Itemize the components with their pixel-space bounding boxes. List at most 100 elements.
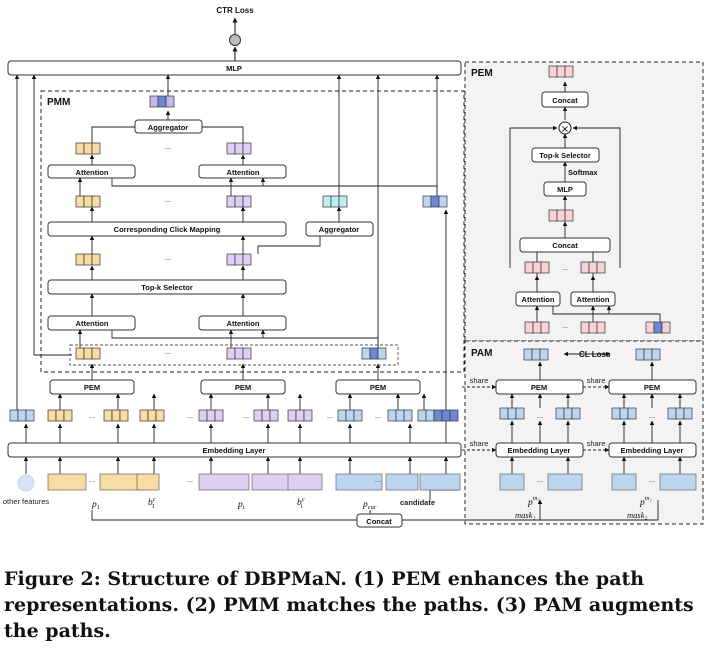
emb-vector-pcur2-cell [395,409,405,422]
agg-teal-vector-cell [330,195,340,208]
emb-vector-pcur-cell [353,409,363,422]
pam-vec-2-cell [555,407,565,420]
multiply-node [558,121,572,135]
topk-vector-1-cell [91,253,101,266]
pem-box-2 [200,379,286,395]
other-emb-vector [9,409,35,422]
multiply-icon: × [561,124,569,135]
click-vector-1 [75,195,101,208]
pem-concat-box [519,237,611,253]
agg-teal-vector-cell [322,195,332,208]
pem-in-vector-1 [524,321,550,334]
pem-vector-1-cell [532,261,542,274]
share-label-2: share [587,376,606,385]
pam-vec-2-cell [571,407,581,420]
pem-in-vector-2-cell [580,321,590,334]
emb-vector-bt-cell [303,409,313,422]
figure-caption: Figure 2: Structure of DBPMaN. (1) PEM e… [4,568,694,642]
ctr-loss-label: CTR Loss [216,6,254,15]
ellipsis-8: ... [327,411,333,420]
dbpman-architecture-diagram: PMM PEM PAM CTR Loss MLP [3,6,704,528]
pem-text-2: PEM [235,383,251,392]
pem-in-vector-1-cell [532,321,542,334]
pam-vec-3-cell [611,407,621,420]
ellipsis-5: ... [89,411,95,420]
att-out-vector-1-cell [83,142,93,155]
enh-vector-2-cell [234,347,244,360]
pem-text-3: PEM [370,383,386,392]
ellipsis-9: ... [375,411,381,420]
emb-vector-pcur [337,409,363,422]
ellipsis-13: ... [562,263,568,272]
pem-in-vector-3-cell [661,321,671,334]
p1-label: p1 [91,500,100,511]
input-sequence-bar-4 [198,473,250,491]
topk-vector-1-cell [75,253,85,266]
enh-vector-2-cell [242,347,252,360]
pam-out-vector-1-cell [539,348,549,361]
aggregator-right-box [305,221,374,237]
pam-out-vector-1-cell [523,348,533,361]
click-mapping-box [47,221,287,237]
attention-text-4: Attention [227,319,260,328]
emb-vector-candidate [417,409,459,422]
emb-vector-ptb-cell [269,409,279,422]
emb-vector-p1b-cell [119,409,129,422]
click-vector-2-cell [234,195,244,208]
agg-output-vector-cell [149,95,159,108]
aggregator-top-box [134,119,203,134]
enh-vector-1-cell [75,347,85,360]
pem-box-1 [49,379,135,395]
pm1-label: pm₁ [527,495,540,508]
candidate-label: candidate [400,498,435,507]
pmm-label: PMM [47,97,70,108]
att-out-vector-2-cell [226,142,236,155]
emb-vector-candidate-cell [441,409,451,422]
pam-vec-1-cell [499,407,509,420]
ellipsis-3: ... [165,253,171,262]
pem-in-vector-3 [645,321,671,334]
pem-in-vector-1-cell [540,321,550,334]
attention-box-1 [47,164,136,179]
pam-vec-2-cell [563,407,573,420]
share-label-4: share [587,439,606,448]
topk-vector-2 [226,253,252,266]
enh-vector-1-cell [83,347,93,360]
mlp-top-text: MLP [226,64,242,73]
aggregator-top-text: Aggregator [148,123,189,132]
click-mapping-text: Corresponding Click Mapping [114,225,221,234]
att-out-vector-2-cell [242,142,252,155]
emb-vector-ptb-cell [261,409,271,422]
emb-vector-p1b-cell [103,409,113,422]
pam-out-vector-1-cell [531,348,541,361]
pam-vec-1-cell [507,407,517,420]
pam-pem-box-1 [495,379,584,395]
emb-vector-candidate-cell [449,409,459,422]
other-emb-vector-cell [9,409,19,422]
ellipsis-12: ... [375,475,381,484]
pem-out-vector-cell [556,65,566,78]
ellipsis-15: ... [537,411,543,420]
emb-vector-b1 [139,409,165,422]
pam-vec-3 [611,407,637,420]
ellipsis-16: ... [649,411,655,420]
emb-vector-candidate-cell [417,409,427,422]
emb-vector-p1 [47,409,73,422]
pem-concat-top-box [541,91,589,108]
enh-vector-2 [226,347,252,360]
pem-attention-text-1: Attention [522,295,555,304]
attention-box-3 [47,315,136,331]
click-vector-1-cell [83,195,93,208]
mask1-label: mask₁ [515,510,535,520]
ellipsis-18: ... [649,475,655,484]
emb-vector-ptb [253,409,279,422]
pem-in-vector-2-cell [588,321,598,334]
pem-concat-top-text: Concat [552,96,578,105]
click-vector-1-cell [75,195,85,208]
pam-out-vector-2 [635,348,661,361]
agg-output-vector-cell [165,95,175,108]
agg-output-vector [149,95,175,108]
other-emb-vector-cell [25,409,35,422]
pem-vector-1 [524,261,550,274]
